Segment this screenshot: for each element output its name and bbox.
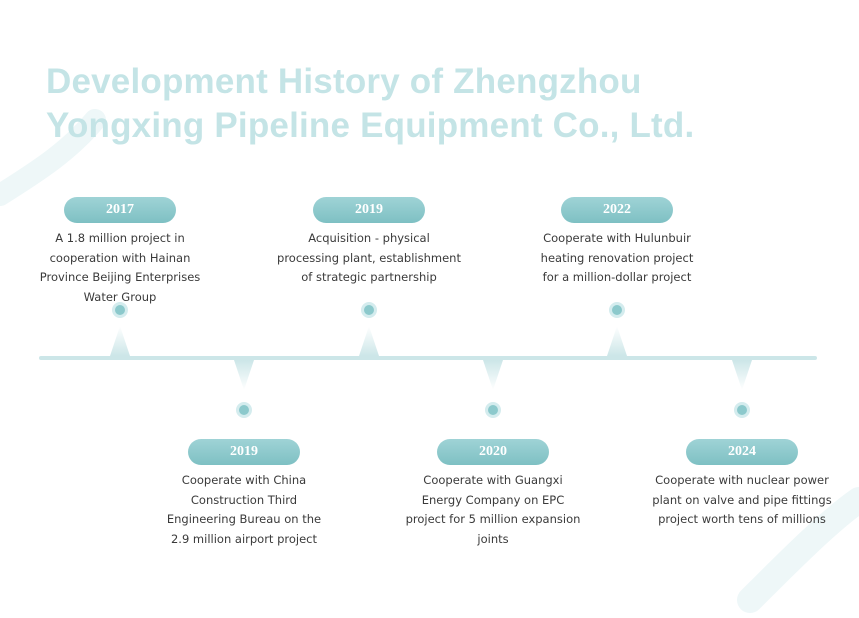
timeline-axis <box>39 356 817 360</box>
event-description: Cooperate with Guangxi Energy Company on… <box>398 471 588 549</box>
year-badge: 2019 <box>188 439 300 465</box>
connector-spike <box>732 360 752 390</box>
event-description: Acquisition - physical processing plant,… <box>274 229 464 288</box>
connector-spike <box>607 326 627 356</box>
year-badge: 2024 <box>686 439 798 465</box>
description-line: Energy Company on EPC <box>421 492 565 507</box>
connector-spike <box>359 326 379 356</box>
description-line: 2.9 million airport project <box>170 531 318 546</box>
event-description: Cooperate with China Construction Third … <box>149 471 339 549</box>
description-line: Construction Third <box>190 492 298 507</box>
description-line: processing plant, establishment <box>277 250 461 265</box>
description-line: heating renovation project <box>540 250 694 265</box>
timeline-dot <box>609 302 625 318</box>
year-badge: 2022 <box>561 197 673 223</box>
page-title: Development History of Zhengzhou Yongxin… <box>46 60 694 148</box>
timeline-dot <box>734 402 750 418</box>
year-badge: 2020 <box>437 439 549 465</box>
timeline-dot <box>236 402 252 418</box>
timeline-dot <box>112 302 128 318</box>
description-line: for a million-dollar project <box>542 270 692 284</box>
description-line: Cooperate with nuclear power <box>655 473 829 487</box>
connector-spike <box>110 326 130 356</box>
description-line: A 1.8 million project in <box>55 231 185 245</box>
description-line: project worth tens of millions <box>658 512 826 526</box>
description-line: Cooperate with Hulunbuir <box>543 231 691 245</box>
description-line: cooperation with Hainan <box>49 250 191 265</box>
description-line: joints <box>477 531 509 546</box>
year-badge: 2019 <box>313 197 425 223</box>
event-description: Cooperate with nuclear power plant on va… <box>647 471 837 530</box>
connector-spike <box>483 360 503 390</box>
event-description: A 1.8 million project in cooperation wit… <box>25 229 215 307</box>
description-line: plant on valve and pipe fittings <box>652 492 832 507</box>
description-line: of strategic partnership <box>301 270 437 284</box>
description-line: Engineering Bureau on the <box>166 512 322 526</box>
title-line-1: Development History of Zhengzhou <box>46 62 642 101</box>
timeline-dot <box>361 302 377 318</box>
description-line: Acquisition - physical <box>308 231 430 245</box>
description-line: Province Beijing Enterprises <box>39 270 201 284</box>
description-line: Water Group <box>83 289 157 304</box>
description-line: Cooperate with Guangxi <box>423 473 563 487</box>
description-line: Cooperate with China <box>181 473 307 487</box>
timeline-dot <box>485 402 501 418</box>
event-description: Cooperate with Hulunbuir heating renovat… <box>522 229 712 288</box>
connector-spike <box>234 360 254 390</box>
title-line-2: Yongxing Pipeline Equipment Co., Ltd. <box>46 106 695 145</box>
year-badge: 2017 <box>64 197 176 223</box>
description-line: project for 5 million expansion <box>405 512 581 526</box>
